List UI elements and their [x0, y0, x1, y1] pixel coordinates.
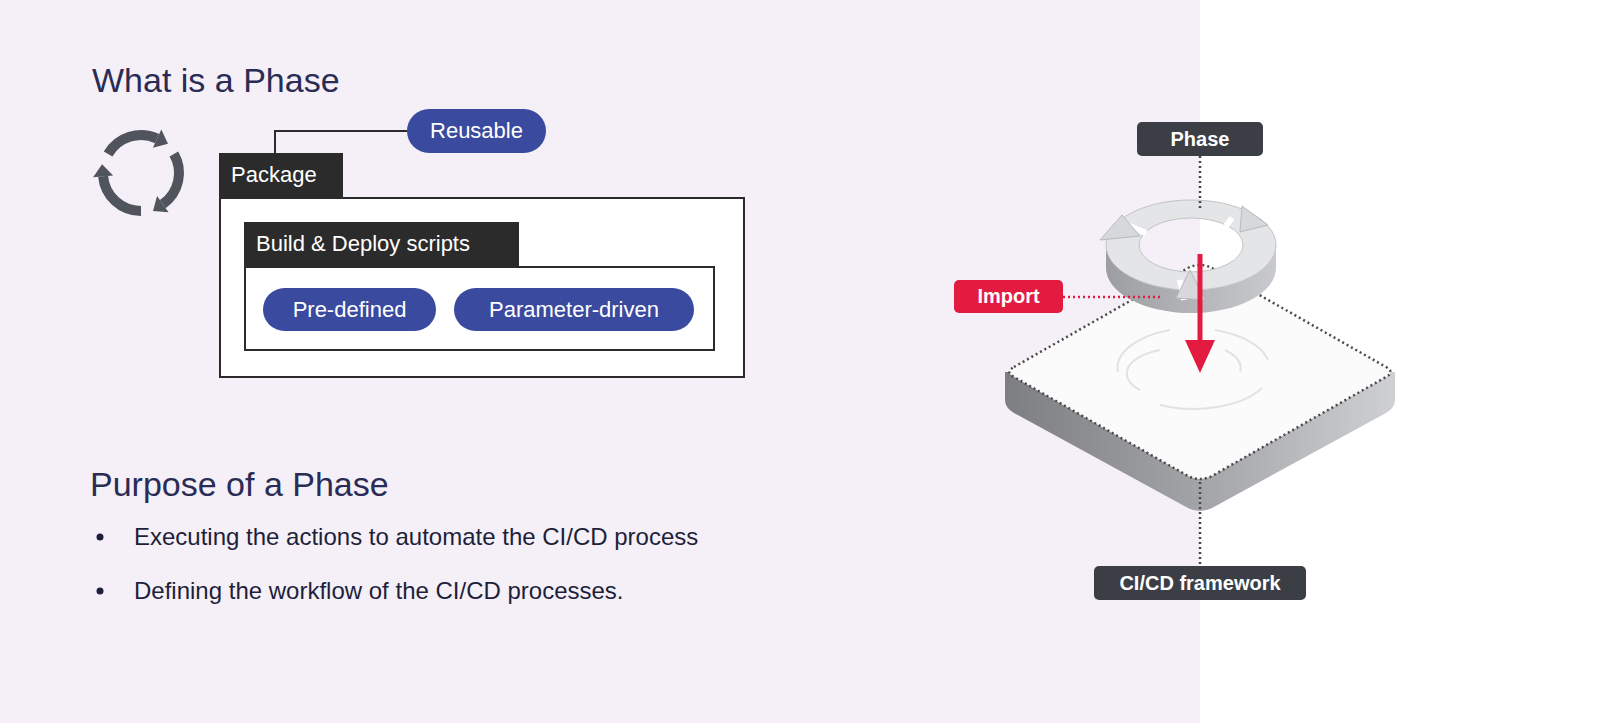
leader-lines [1063, 156, 1200, 566]
node-label: Phase [1171, 128, 1230, 151]
box-heading: Build & Deploy scripts [244, 222, 519, 266]
feature-pill: Pre-defined [263, 288, 436, 331]
node-label: Pre-defined [293, 297, 407, 323]
phase-cycle-3d [1100, 200, 1276, 313]
bullet-dots [97, 534, 104, 595]
reusable-pill: Reusable [407, 109, 546, 153]
import-arrow [1185, 254, 1215, 373]
cycle-arrowheads [93, 130, 168, 213]
section-heading: What is a Phase [92, 60, 340, 100]
connector-line [275, 131, 407, 153]
bullet-text: Executing the actions to automate the CI… [134, 523, 1034, 551]
box-heading: Package [219, 153, 343, 197]
scripts-box: Build & Deploy scriptsPre-defined Paramet… [244, 222, 715, 351]
node-label: Reusable [430, 118, 523, 144]
cycle-icon [103, 135, 179, 211]
node-label: Import [977, 285, 1039, 308]
ghost-cycle [1118, 330, 1268, 409]
import-tag: Import [954, 280, 1063, 313]
node-label: CI/CD framework [1119, 572, 1280, 595]
framework-tag: CI/CD framework [1094, 566, 1306, 600]
section-heading: Purpose of a Phase [90, 464, 990, 504]
bullet-text: Defining the workflow of the CI/CD proce… [134, 577, 1034, 605]
background-panel [0, 0, 1200, 723]
feature-pill: Parameter-driven [454, 288, 694, 331]
package-box: PackageBuild & Deploy scriptsPre-defined… [219, 153, 745, 378]
node-label: Parameter-driven [489, 297, 659, 323]
phase-tag: Phase [1137, 122, 1263, 156]
